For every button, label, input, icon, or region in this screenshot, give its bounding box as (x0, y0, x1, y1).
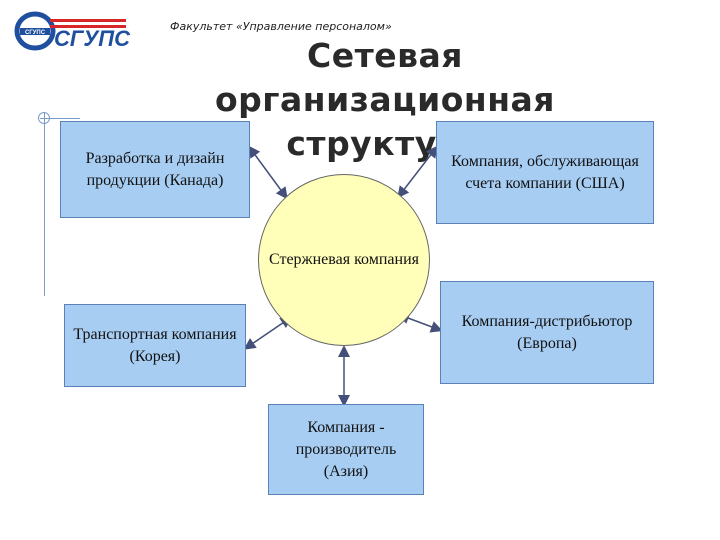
node-transport-korea: Транспортная компания (Корея) (64, 304, 246, 387)
arrow-core-design (248, 145, 288, 200)
arrow-core-transport (243, 316, 293, 350)
faculty-caption: Факультет «Управление персоналом» (170, 20, 392, 33)
logo-text: СГУПС (54, 26, 131, 51)
title-line-1: Сетевая организационная (215, 36, 555, 119)
node-transport-label: Транспортная компания (Корея) (73, 325, 237, 365)
node-design-label: Разработка и дизайн продукции (Канада) (85, 149, 225, 189)
node-distributor-label: Компания-дистрибьютор (Европа) (461, 312, 633, 352)
arrow-core-accounting (397, 145, 438, 199)
node-manufacturer-asia: Компания - производитель (Азия) (268, 404, 424, 495)
node-design-canada: Разработка и дизайн продукции (Канада) (60, 121, 250, 218)
svg-text:СГУПС: СГУПС (25, 30, 46, 36)
node-accounting-usa: Компания, обслуживающая счета компании (… (436, 121, 654, 224)
core-company: Стержневая компания (258, 174, 430, 346)
core-company-label: Стержневая компания (268, 251, 419, 268)
sgups-logo: СГУПС СГУПС (14, 10, 132, 52)
node-manufacturer-label: Компания - производитель (Азия) (295, 418, 397, 480)
decorative-line-horizontal (40, 118, 80, 119)
node-accounting-label: Компания, обслуживающая счета компании (… (451, 152, 639, 192)
decorative-line-vertical (44, 112, 45, 296)
node-distributor-europe: Компания-дистрибьютор (Европа) (440, 281, 654, 384)
decorative-circle (38, 112, 50, 124)
